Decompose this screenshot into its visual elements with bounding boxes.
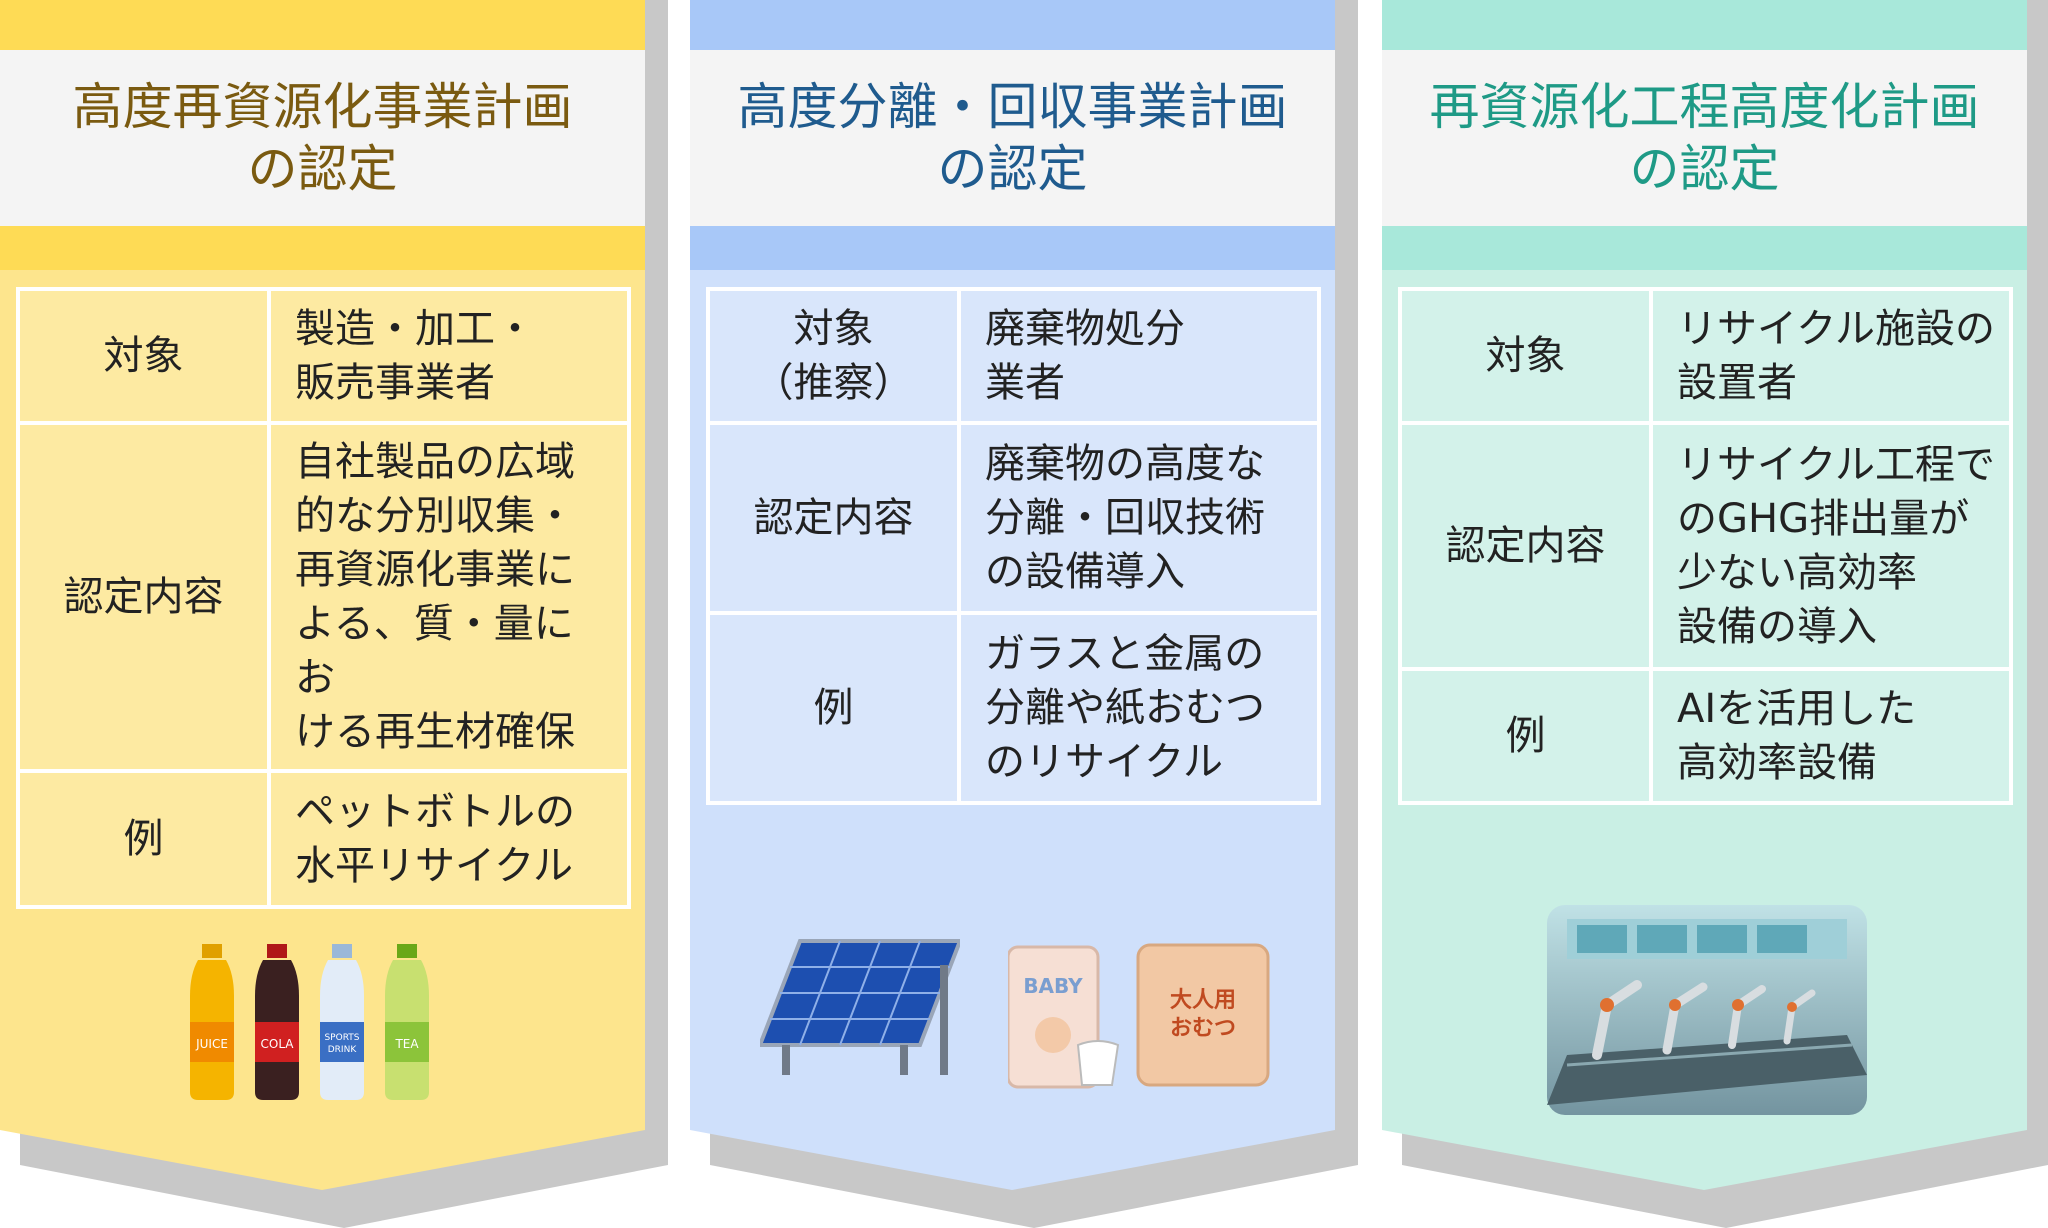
criteria-table: 対象 リサイクル施設の設置者 認定内容 リサイクル工程でのGHG排出量が少ない高… (1398, 287, 2013, 805)
row-value: 廃棄物の高度な分離・回収技術の設備導入 (957, 421, 1321, 615)
diaper-packs-icon: BABY 大人用 おむつ (1008, 943, 1270, 1089)
solar-panel-icon (760, 939, 960, 1075)
svg-text:おむつ: おむつ (1170, 1016, 1236, 1041)
table-row-target: 対象 リサイクル施設の設置者 (1398, 287, 2013, 425)
row-key: 対象 (1398, 287, 1653, 425)
row-key: 認定内容 (1398, 421, 1653, 671)
svg-text:TEA: TEA (394, 1037, 419, 1051)
row-key: 例 (706, 611, 961, 805)
row-value: 自社製品の広域的な分別収集・再資源化事業による、質・量における再生材確保 (267, 421, 631, 773)
svg-text:SPORTS: SPORTS (324, 1033, 359, 1043)
pet-bottles-illustration: JUICE COLA SPORTS DRINK TEA (190, 944, 429, 1100)
table-row-example: 例 AIを活用した高効率設備 (1398, 667, 2013, 805)
panel-title: 高度分離・回収事業計画の認定 (690, 50, 1335, 226)
row-key: 例 (1398, 667, 1653, 805)
factory-robot-arms-icon (1547, 905, 1867, 1115)
table-row-content: 認定内容 廃棄物の高度な分離・回収技術の設備導入 (706, 421, 1321, 615)
row-key: 対象 (16, 287, 271, 425)
row-value: リサイクル工程でのGHG排出量が少ない高効率設備の導入 (1649, 421, 2013, 671)
panel-title: 再資源化工程高度化計画の認定 (1382, 50, 2027, 226)
criteria-table: 対象 製造・加工・販売事業者 認定内容 自社製品の広域的な分別収集・再資源化事業… (16, 287, 631, 909)
criteria-table: 対象（推察） 廃棄物処分業者 認定内容 廃棄物の高度な分離・回収技術の設備導入 … (706, 287, 1321, 805)
row-value: AIを活用した高効率設備 (1649, 667, 2013, 805)
svg-text:COLA: COLA (261, 1037, 295, 1051)
svg-text:大人用: 大人用 (1170, 988, 1236, 1013)
plan-panel-advanced-recycling: 高度再資源化事業計画の認定 対象 製造・加工・販売事業者 認定内容 自社製品の広… (0, 0, 668, 1228)
row-value: 廃棄物処分業者 (957, 287, 1321, 425)
table-row-example: 例 ペットボトルの水平リサイクル (16, 769, 631, 909)
table-row-target: 対象 製造・加工・販売事業者 (16, 287, 631, 425)
row-key: 対象（推察） (706, 287, 961, 425)
row-key: 認定内容 (706, 421, 961, 615)
svg-text:JUICE: JUICE (195, 1037, 228, 1051)
row-key: 認定内容 (16, 421, 271, 773)
table-row-target: 対象（推察） 廃棄物処分業者 (706, 287, 1321, 425)
panel-title: 高度再資源化事業計画の認定 (0, 50, 645, 226)
table-row-example: 例 ガラスと金属の分離や紙おむつのリサイクル (706, 611, 1321, 805)
row-value: ペットボトルの水平リサイクル (267, 769, 631, 909)
table-row-content: 認定内容 自社製品の広域的な分別収集・再資源化事業による、質・量における再生材確… (16, 421, 631, 773)
row-value: ガラスと金属の分離や紙おむつのリサイクル (957, 611, 1321, 805)
svg-text:BABY: BABY (1023, 974, 1083, 998)
table-row-content: 認定内容 リサイクル工程でのGHG排出量が少ない高効率設備の導入 (1398, 421, 2013, 671)
row-value: リサイクル施設の設置者 (1649, 287, 2013, 425)
plan-panel-advanced-separation: 高度分離・回収事業計画の認定 対象（推察） 廃棄物処分業者 認定内容 廃棄物の高… (690, 0, 1358, 1228)
row-key: 例 (16, 769, 271, 909)
svg-text:DRINK: DRINK (328, 1045, 358, 1055)
plan-panel-process-upgrade: 再資源化工程高度化計画の認定 対象 リサイクル施設の設置者 認定内容 リサイクル… (1382, 0, 2048, 1228)
row-value: 製造・加工・販売事業者 (267, 287, 631, 425)
